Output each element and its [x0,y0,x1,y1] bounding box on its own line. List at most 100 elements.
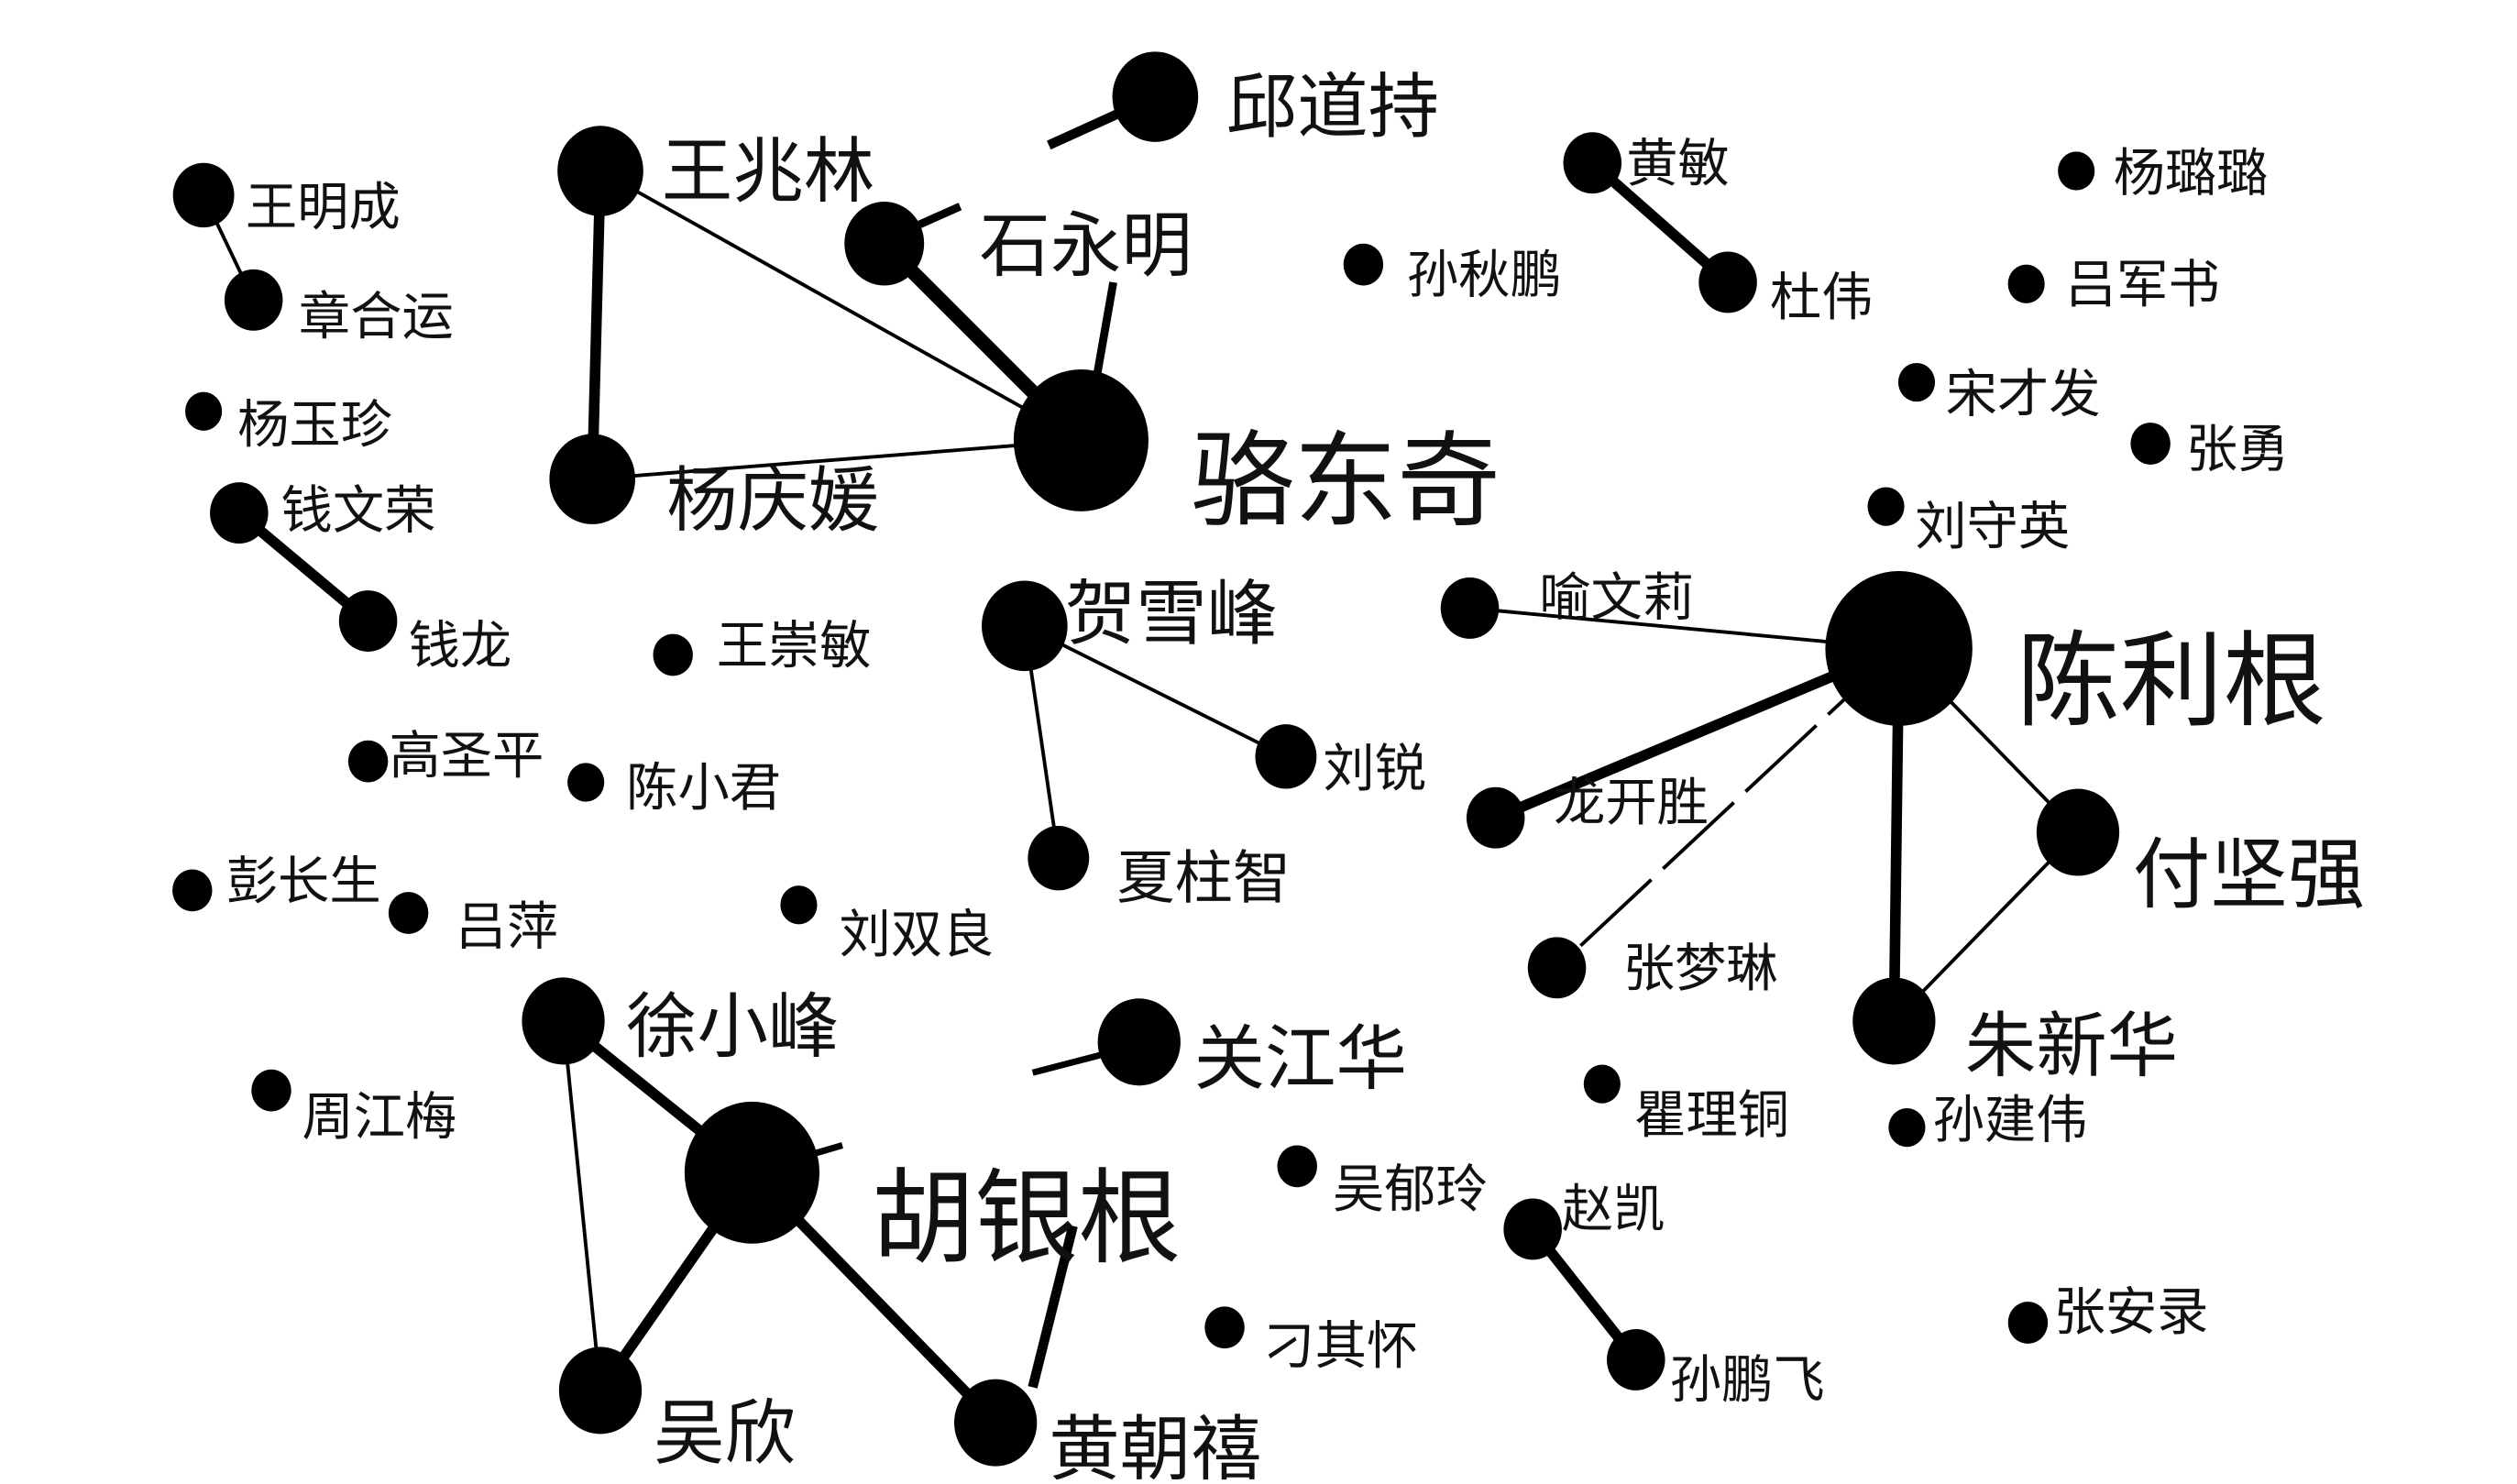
node[interactable]: 黄朝禧 [954,1379,1262,1484]
node[interactable]: 黄敏 [1563,132,1730,193]
node-label: 宋才发 [1946,365,2101,424]
node[interactable]: 朱新华 [1852,977,2178,1087]
node[interactable]: 邱道持 [1112,51,1440,148]
node[interactable]: 刘双良 [780,885,994,965]
node-circle [1013,368,1149,511]
node-label: 杨璐璐 [2114,144,2269,203]
node[interactable]: 石永明 [844,201,1193,288]
node[interactable]: 张安录 [2007,1282,2209,1344]
node-circle [780,885,818,925]
edge-3 [599,169,1083,443]
node[interactable]: 孙秋鹏 [1343,243,1562,305]
node[interactable]: 喻文莉 [1440,568,1694,639]
node-circle [1255,724,1317,789]
node-label: 付坚强 [2133,830,2365,919]
node-circle [1867,487,1905,526]
node-circle [1583,1064,1621,1104]
node-label: 吴郁玲 [1333,1160,1488,1220]
node-circle [1527,937,1587,999]
node-label: 杜伟 [1770,269,1874,328]
node[interactable]: 关江华 [1097,998,1407,1101]
node-circle [954,1379,1038,1467]
node-circle [684,1101,819,1244]
node[interactable]: 刘锐 [1255,724,1426,798]
node-circle [1343,243,1384,286]
node[interactable]: 龙开胜 [1466,773,1709,849]
node[interactable]: 刘守英 [1867,487,2070,556]
edge-6 [1588,159,1731,287]
node-circle [844,201,925,286]
node-circle [2130,423,2171,465]
node-circle [185,391,223,431]
node[interactable]: 孙建伟 [1888,1091,2087,1150]
node[interactable]: 付坚强 [2036,788,2365,920]
node-circle [1897,362,1936,402]
node-label: 章合运 [299,288,454,347]
node-label: 孙建伟 [1933,1091,2088,1150]
node[interactable]: 高圣平 [347,726,544,786]
edge-2 [587,170,606,479]
node-label: 朱新华 [1965,1005,2178,1087]
node-circle [251,1069,291,1112]
node[interactable]: 彭长生 [172,852,381,912]
node-label: 张安录 [2054,1282,2209,1342]
node-circle [2007,264,2045,303]
node-circle [522,977,605,1065]
node[interactable]: 夏柱智 [1028,826,1291,911]
node-circle [558,1347,643,1435]
node-circle [1888,1107,1926,1148]
node[interactable]: 杨玉珍 [185,391,392,456]
node[interactable]: 吴郁玲 [1277,1145,1488,1220]
node[interactable]: 杨庆媛 [549,434,879,543]
node[interactable]: 章合运 [224,269,454,347]
node[interactable]: 钱龙 [338,590,511,676]
node[interactable]: 杨璐璐 [2058,144,2269,203]
node-label: 钱文荣 [281,481,436,541]
node[interactable]: 杜伟 [1698,251,1874,328]
node[interactable]: 张梦琳 [1527,937,1778,999]
node[interactable]: 王崇敏 [653,617,872,676]
node[interactable]: 陈利根 [1825,570,2326,742]
node-circle [1825,570,1973,726]
node-circle [1028,826,1090,891]
node-label: 石永明 [980,205,1193,288]
edge-11 [1555,647,1900,970]
node[interactable]: 钱文荣 [210,481,435,544]
node[interactable]: 徐小峰 [522,977,839,1068]
node-circle [2058,151,2095,191]
node-circle [1466,786,1525,849]
edge-stub [1028,1225,1078,1389]
node-circle [1277,1145,1317,1188]
node-circle [557,126,643,216]
node-label: 杨庆媛 [666,460,879,543]
edge-stub [1093,281,1117,376]
node-label: 孙秋鹏 [1407,246,1562,305]
node-circle [549,434,636,524]
node-circle [982,580,1068,672]
node[interactable]: 赵凯 [1503,1180,1665,1260]
node[interactable]: 周江梅 [251,1069,456,1148]
node[interactable]: 吴欣 [558,1347,796,1475]
node[interactable]: 陈小君 [567,758,781,818]
node-circle [1440,577,1500,639]
node[interactable]: 贺雪峰 [982,573,1278,672]
node[interactable]: 宋才发 [1897,362,2101,424]
node[interactable]: 王兆林 [557,126,874,216]
node-label: 赵凯 [1562,1180,1665,1239]
node[interactable]: 张勇 [2130,420,2289,479]
node[interactable]: 骆东奇 [1013,368,1500,542]
edge-5 [592,438,1082,481]
node-label: 徐小峰 [626,985,839,1068]
node-circle [1112,51,1199,142]
node[interactable]: 胡银根 [684,1101,1182,1279]
node-circle [347,740,389,783]
node-label: 胡银根 [872,1158,1182,1279]
node[interactable]: 孙鹏飞 [1607,1329,1825,1410]
node[interactable]: 吕军书 [2007,255,2220,314]
node[interactable]: 吕萍 [388,892,558,957]
node[interactable]: 刁其怀 [1204,1306,1418,1376]
node[interactable]: 瞿理铜 [1583,1064,1789,1146]
node[interactable]: 王明成 [172,162,401,237]
node-circle [172,869,213,912]
